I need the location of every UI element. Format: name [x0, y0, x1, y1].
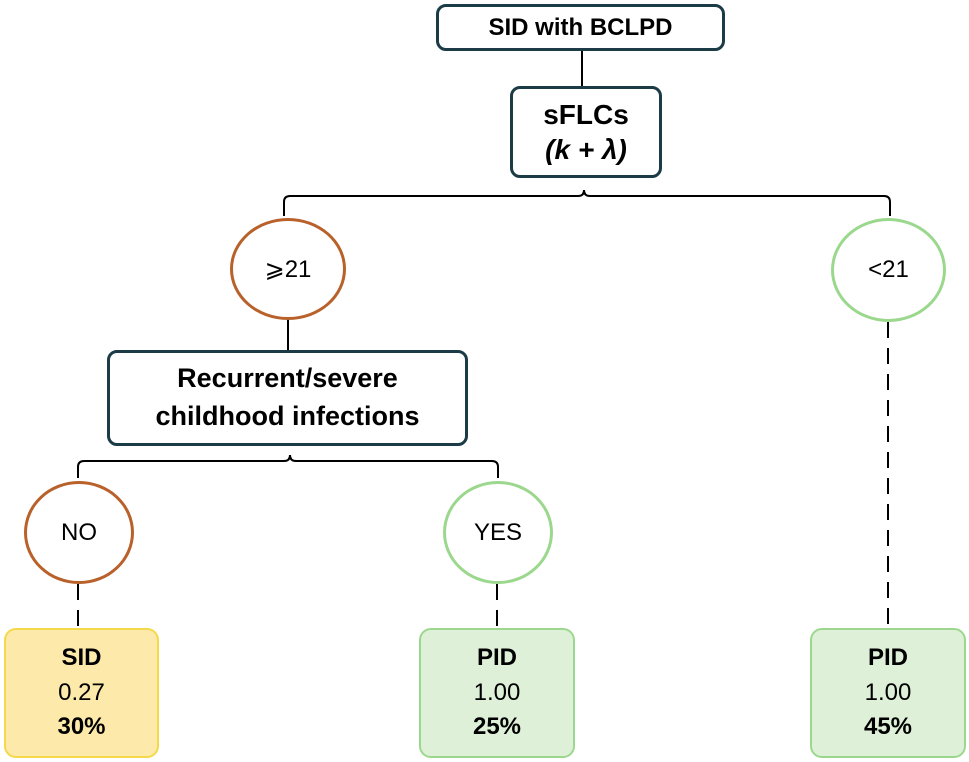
- infections-line1: Recurrent/severe: [177, 363, 398, 394]
- branch-yes-label: YES: [473, 518, 523, 546]
- bracket-sflc: [283, 189, 891, 216]
- infections-node: Recurrent/severe childhood infections: [107, 350, 468, 446]
- root-node: SID with BCLPD: [436, 4, 725, 51]
- branch-yes-circle: YES: [443, 481, 553, 584]
- sflc-formula: (k + λ): [545, 134, 627, 165]
- leaf-sid-value: 0.27: [58, 678, 105, 706]
- sflc-title: sFLCs: [543, 99, 629, 130]
- infections-line2: childhood infections: [155, 401, 420, 431]
- leaf-pid-yes-value: 1.00: [473, 678, 521, 706]
- branch-low-label: <21: [868, 256, 909, 283]
- branch-no-circle: NO: [24, 481, 134, 584]
- sflc-node: sFLCs (k + λ): [510, 86, 662, 178]
- leaf-pid-low: PID 1.00 45%: [810, 628, 966, 758]
- leaf-sid-title: SID: [61, 643, 102, 671]
- leaf-pid-low-percent: 45%: [863, 713, 913, 741]
- leaf-pid-low-value: 1.00: [864, 678, 912, 706]
- leaf-pid-low-title: PID: [867, 643, 908, 671]
- leaf-sid: SID 0.27 30%: [4, 628, 159, 758]
- leaf-pid-yes-title: PID: [476, 643, 517, 671]
- leaf-pid-yes-percent: 25%: [472, 713, 522, 741]
- branch-high-circle: ⩾21: [230, 218, 346, 320]
- root-label: SID with BCLPD: [488, 13, 673, 41]
- leaf-pid-yes: PID 1.00 25%: [419, 628, 575, 758]
- branch-low-circle: <21: [831, 218, 946, 322]
- branch-no-label: NO: [61, 518, 97, 546]
- leaf-sid-percent: 30%: [57, 713, 106, 741]
- branch-high-label: ⩾21: [264, 255, 312, 283]
- bracket-infections: [77, 454, 499, 478]
